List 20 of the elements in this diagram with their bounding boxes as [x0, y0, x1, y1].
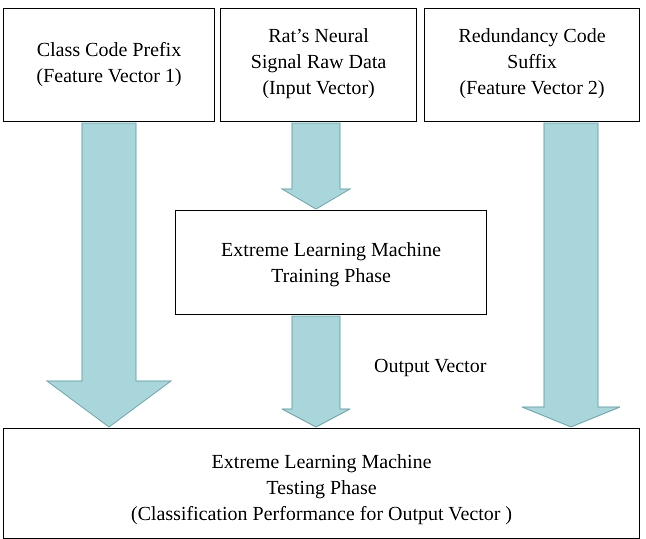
box-text: (Feature Vector 1) — [36, 64, 182, 89]
process-box — [220, 8, 417, 122]
box-text: Extreme Learning Machine — [212, 450, 432, 475]
block-arrow — [522, 122, 620, 428]
box-text: Training Phase — [271, 264, 391, 288]
block-arrow — [280, 122, 352, 210]
block-arrow — [282, 316, 350, 428]
process-box — [3, 428, 640, 539]
box-text: (Classification Performance for Output Vector ) — [130, 502, 512, 527]
box-text: Testing Phase — [266, 476, 377, 501]
box-text: (Input Vector) — [262, 76, 375, 101]
box-text: Extreme Learning Machine — [221, 238, 441, 262]
box-text: (Feature Vector 2) — [459, 76, 605, 101]
process-box — [3, 8, 215, 122]
process-box — [424, 8, 640, 122]
box-text: Redundancy Code Suffix — [457, 24, 607, 75]
box-text: Rat’s Neural Signal Raw Data — [250, 24, 388, 75]
box-text: Class Code Prefix — [36, 38, 182, 63]
process-box — [175, 210, 487, 315]
block-arrow — [45, 122, 173, 428]
